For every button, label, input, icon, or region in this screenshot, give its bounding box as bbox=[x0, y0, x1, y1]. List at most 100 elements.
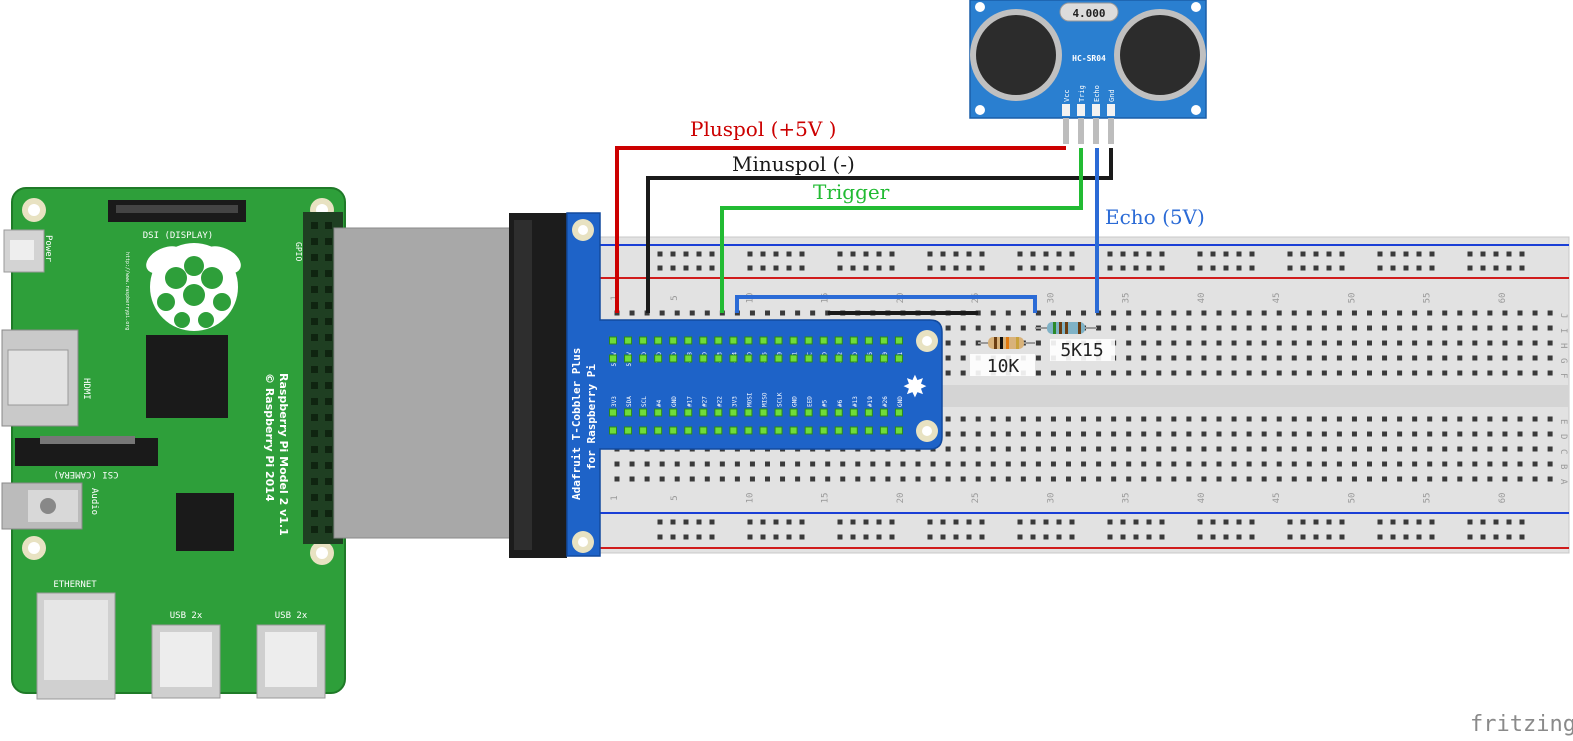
terminal-hole bbox=[1532, 446, 1538, 452]
row-letter: I bbox=[1558, 328, 1568, 333]
terminal-hole bbox=[1502, 310, 1508, 316]
power-rail-hole bbox=[1313, 534, 1319, 540]
power-rail-hole bbox=[1519, 251, 1525, 257]
terminal-hole bbox=[1487, 431, 1493, 437]
terminal-hole bbox=[1306, 355, 1312, 361]
cobbler-pin-label: GND bbox=[897, 396, 904, 407]
terminal-hole bbox=[1141, 370, 1147, 376]
column-number: 1 bbox=[610, 495, 620, 500]
power-rail-hole bbox=[1416, 534, 1422, 540]
power-rail-hole bbox=[1133, 265, 1139, 271]
cobbler-pin bbox=[639, 408, 648, 417]
power-rail-hole bbox=[683, 251, 689, 257]
power-rail-hole bbox=[1506, 534, 1512, 540]
terminal-hole bbox=[1111, 370, 1117, 376]
cobbler-pin bbox=[624, 426, 633, 435]
terminal-hole bbox=[1066, 461, 1071, 467]
cobbler-pin bbox=[669, 354, 678, 363]
resistor-5k15-label: 5K15 bbox=[1060, 340, 1103, 361]
terminal-hole bbox=[1321, 476, 1327, 482]
cobbler-star-icon: ✸ bbox=[902, 370, 927, 405]
power-rail-hole bbox=[696, 265, 702, 271]
power-rail-hole bbox=[709, 534, 715, 540]
gpio-pin bbox=[325, 430, 332, 437]
rpi-power-label: Power bbox=[43, 235, 53, 263]
terminal-hole bbox=[960, 446, 966, 452]
power-rail-hole bbox=[1326, 519, 1332, 525]
terminal-hole bbox=[1367, 310, 1372, 316]
terminal-hole bbox=[1397, 310, 1403, 316]
terminal-hole bbox=[1246, 310, 1252, 316]
terminal-hole bbox=[1231, 340, 1237, 346]
terminal-hole bbox=[1186, 340, 1192, 346]
terminal-hole bbox=[1351, 370, 1357, 376]
power-rail-hole bbox=[1313, 251, 1319, 257]
terminal-hole bbox=[990, 476, 996, 482]
terminal-hole bbox=[810, 461, 816, 467]
terminal-hole bbox=[1367, 431, 1372, 437]
cobbler-pin bbox=[894, 354, 903, 363]
terminal-hole bbox=[1231, 325, 1237, 331]
power-rail-hole bbox=[786, 519, 792, 525]
terminal-hole bbox=[1111, 310, 1117, 316]
terminal-hole bbox=[1276, 416, 1282, 422]
terminal-hole bbox=[1005, 431, 1011, 437]
cobbler-pin bbox=[654, 336, 663, 345]
terminal-hole bbox=[1472, 431, 1478, 437]
terminal-hole bbox=[1397, 461, 1403, 467]
terminal-hole bbox=[1020, 310, 1026, 316]
terminal-hole bbox=[855, 476, 861, 482]
column-number: 35 bbox=[1122, 493, 1132, 504]
cobbler-pin bbox=[789, 408, 798, 417]
cobbler-pin bbox=[864, 336, 873, 345]
terminal-hole bbox=[1321, 340, 1327, 346]
terminal-hole bbox=[1126, 340, 1132, 346]
terminal-hole bbox=[885, 476, 891, 482]
terminal-hole bbox=[719, 461, 725, 467]
terminal-hole bbox=[1367, 370, 1372, 376]
gpio-pin bbox=[325, 510, 332, 517]
terminal-hole bbox=[1351, 325, 1357, 331]
terminal-hole bbox=[1201, 431, 1207, 437]
cobbler-pin bbox=[819, 354, 828, 363]
terminal-hole bbox=[1382, 446, 1388, 452]
power-rail-hole bbox=[1017, 251, 1023, 257]
terminal-hole bbox=[1382, 325, 1388, 331]
cobbler-pin bbox=[849, 408, 858, 417]
terminal-hole bbox=[1472, 446, 1478, 452]
cobbler-pin bbox=[759, 426, 768, 435]
power-rail-hole bbox=[1236, 534, 1242, 540]
terminal-hole bbox=[1066, 416, 1071, 422]
terminal-hole bbox=[1111, 431, 1117, 437]
column-number: 20 bbox=[896, 493, 906, 504]
cobbler-pin bbox=[714, 426, 723, 435]
terminal-hole bbox=[1216, 310, 1222, 316]
gpio-pin bbox=[311, 238, 318, 245]
terminal-hole bbox=[1487, 416, 1493, 422]
power-rail-hole bbox=[889, 265, 895, 271]
power-rail-hole bbox=[1519, 534, 1525, 540]
terminal-hole bbox=[1186, 355, 1192, 361]
terminal-hole bbox=[1457, 325, 1463, 331]
power-rail-hole bbox=[850, 251, 856, 257]
terminal-hole bbox=[1186, 476, 1192, 482]
terminal-hole bbox=[1246, 416, 1252, 422]
power-rail-hole bbox=[863, 265, 869, 271]
gpio-pin bbox=[325, 334, 332, 341]
column-number: 45 bbox=[1272, 293, 1282, 304]
terminal-hole bbox=[885, 461, 891, 467]
power-rail-hole bbox=[1030, 251, 1036, 257]
column-number: 30 bbox=[1046, 293, 1056, 304]
power-rail-hole bbox=[1377, 251, 1383, 257]
cobbler-pin bbox=[744, 336, 753, 345]
terminal-hole bbox=[1171, 355, 1177, 361]
gpio-pin bbox=[325, 286, 332, 293]
gpio-pin bbox=[311, 222, 318, 229]
terminal-hole bbox=[1321, 355, 1327, 361]
terminal-hole bbox=[1306, 446, 1312, 452]
cobbler-pin bbox=[864, 426, 873, 435]
terminal-hole bbox=[1472, 370, 1478, 376]
t-cobbler-board: 5.0V5.0VGNDTXDRXD#18GND#23#24GND#25CE0CE… bbox=[566, 212, 943, 557]
terminal-hole bbox=[1111, 416, 1117, 422]
terminal-hole bbox=[1517, 476, 1523, 482]
